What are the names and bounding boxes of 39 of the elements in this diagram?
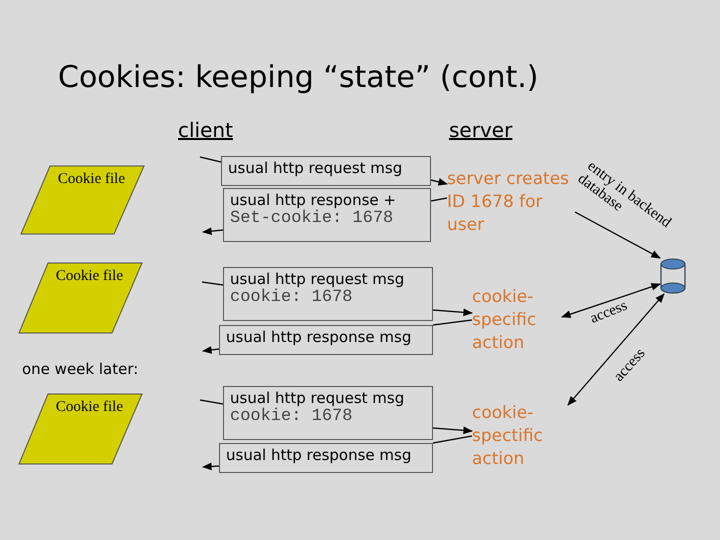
message-box bbox=[223, 386, 433, 440]
message-text: usual http response + bbox=[230, 191, 397, 209]
cookie-file-shape bbox=[18, 262, 143, 334]
message-box bbox=[219, 325, 433, 355]
arrow bbox=[202, 462, 220, 470]
arrow bbox=[430, 178, 448, 186]
message-box bbox=[223, 267, 433, 321]
message-text: usual http request msg bbox=[230, 389, 406, 407]
cookie-file-shape bbox=[18, 393, 143, 465]
arrow bbox=[202, 227, 224, 235]
server-action-text: cookie- spectific action bbox=[472, 402, 568, 477]
slide-title: Cookies: keeping “state” (cont.) bbox=[58, 60, 538, 95]
header-text: cookie: 1678 bbox=[230, 288, 354, 307]
arrow bbox=[574, 211, 661, 259]
message-text: usual http request msg bbox=[230, 270, 406, 288]
server-action-text: server creates ID 1678 for user bbox=[447, 168, 575, 240]
database-cylinder bbox=[660, 258, 686, 294]
arrow bbox=[432, 308, 473, 316]
arrow bbox=[202, 346, 220, 354]
column-heading: server bbox=[449, 118, 512, 142]
header-text: cookie: 1678 bbox=[230, 407, 354, 426]
edge-label: access bbox=[588, 296, 631, 327]
cookie-file-shape bbox=[20, 165, 145, 235]
message-box bbox=[219, 443, 433, 473]
file-label: Cookie file bbox=[56, 268, 123, 285]
server-action-text: cookie- specific action bbox=[472, 286, 562, 361]
arrow bbox=[432, 426, 473, 434]
message-box bbox=[221, 156, 431, 186]
message-text: usual http response msg bbox=[226, 328, 412, 346]
section-note: one week later: bbox=[22, 360, 138, 378]
file-label: Cookie file bbox=[56, 399, 123, 416]
column-heading: client bbox=[178, 118, 233, 142]
arrow bbox=[567, 293, 665, 406]
message-text: usual http response msg bbox=[226, 446, 412, 464]
header-text: Set-cookie: 1678 bbox=[230, 209, 394, 228]
arrow bbox=[561, 283, 661, 318]
file-label: Cookie file bbox=[58, 171, 125, 188]
message-box bbox=[223, 188, 431, 242]
message-text: usual http request msg bbox=[228, 159, 404, 177]
